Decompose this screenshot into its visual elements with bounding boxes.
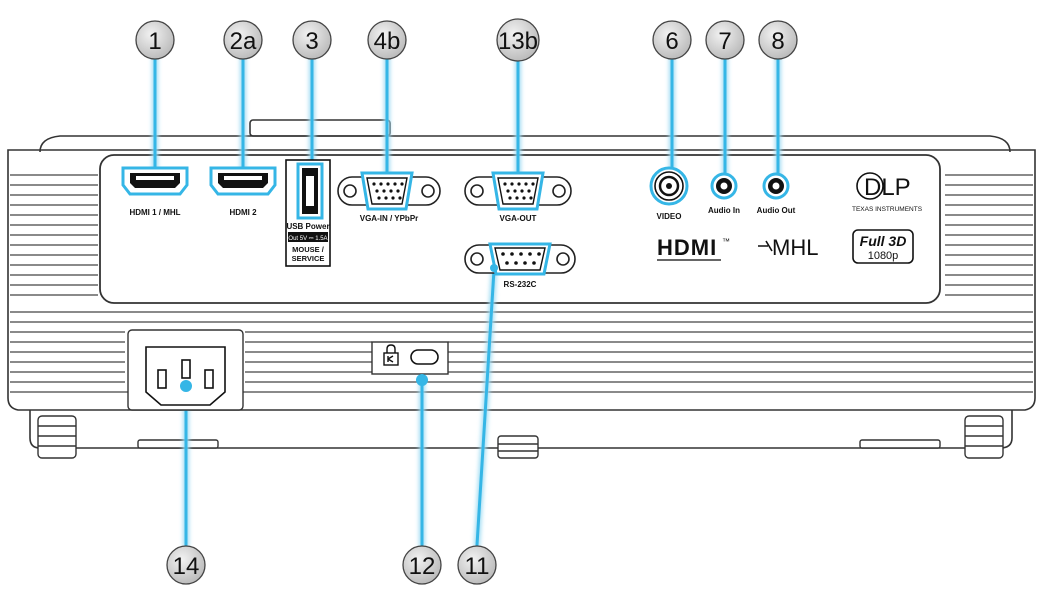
full3d-text: Full 3D: [860, 233, 907, 249]
callout-bubbles: [135, 18, 798, 585]
kensington-lock: [371, 341, 449, 375]
vent-right: [945, 174, 1033, 296]
hdmi-logo-text: HDMI: [657, 235, 717, 260]
callout-number: 4b: [374, 28, 401, 55]
vga-in-label: VGA-IN / YPbPr: [360, 214, 419, 223]
audio-in-port: Audio In: [708, 172, 740, 215]
callout-bubble-7: [705, 20, 745, 60]
ti-logo-text: TEXAS INSTRUMENTS: [852, 206, 923, 213]
feet: [37, 415, 1004, 459]
callout-number: 2a: [230, 28, 257, 55]
hdmi-2-port: HDMI 2: [209, 166, 277, 217]
mhl-logo: MHL: [758, 235, 818, 260]
callout-bubble-6: [652, 20, 692, 60]
usb-power-label: USB Power: [286, 222, 329, 231]
callout-bubble-3: [292, 20, 332, 60]
hdmi-1-port: HDMI 1 / MHL: [121, 166, 189, 217]
full3d-res: 1080p: [868, 250, 899, 262]
callout-number: 1: [148, 28, 161, 55]
vga-out-label: VGA-OUT: [500, 214, 537, 223]
vga-in-port: VGA-IN / YPbPr: [337, 171, 441, 223]
hdmi-logo: HDMI ™: [657, 235, 730, 261]
usb-service-label: SERVICE: [292, 254, 325, 263]
dlp-logo: DLP TEXAS INSTRUMENTS: [852, 172, 923, 213]
video-label: VIDEO: [657, 212, 682, 221]
callout-bubble-12: [402, 545, 442, 585]
callout-number: 8: [771, 28, 784, 55]
callout-bubble-1: [135, 20, 175, 60]
hdmi-1-label: HDMI 1 / MHL: [129, 208, 180, 217]
vent-bottom: [10, 311, 1033, 393]
callout-bubble-13b: [496, 18, 540, 62]
power-socket: [127, 329, 244, 411]
audio-in-label: Audio In: [708, 206, 740, 215]
callout-dots: [180, 264, 498, 392]
callout-bubble-8: [758, 20, 798, 60]
audio-out-port: Audio Out: [757, 172, 796, 215]
rs232-label: RS-232C: [504, 280, 537, 289]
callout-bubble-11: [457, 545, 497, 585]
callout-number: 11: [465, 553, 490, 580]
vga-out-port: VGA-OUT: [464, 171, 572, 223]
callout-number: 7: [718, 28, 731, 55]
hdmi-tm: ™: [722, 237, 730, 246]
usb-port: USB Power Out 5V ⎓ 1.5A MOUSE / SERVICE: [285, 159, 331, 267]
audio-out-label: Audio Out: [757, 206, 796, 215]
callout-number: 3: [305, 28, 318, 55]
callout-number: 12: [409, 553, 436, 580]
callout-lines: [152, 52, 781, 548]
usb-out-label: Out 5V ⎓ 1.5A: [288, 236, 327, 242]
mhl-logo-text: MHL: [772, 235, 818, 260]
dlp-logo-text: DLP: [864, 174, 911, 201]
vent-left: [10, 174, 98, 296]
full3d-logo: Full 3D 1080p: [852, 229, 914, 264]
callout-number: 14: [173, 553, 200, 580]
video-port: VIDEO: [649, 166, 689, 221]
lock-icon: [383, 344, 399, 366]
callout-bubble-4b: [367, 20, 407, 60]
callout-number: 13b: [498, 28, 538, 55]
callout-numbers: 1 2a 3 4b 13b 6 7 8 14 12 11: [148, 28, 784, 580]
hdmi-2-label: HDMI 2: [229, 208, 257, 217]
callout-number: 6: [665, 28, 678, 55]
callout-bubble-14: [166, 545, 206, 585]
callout-bubble-2a: [223, 20, 263, 60]
usb-mouse-label: MOUSE /: [292, 245, 325, 254]
